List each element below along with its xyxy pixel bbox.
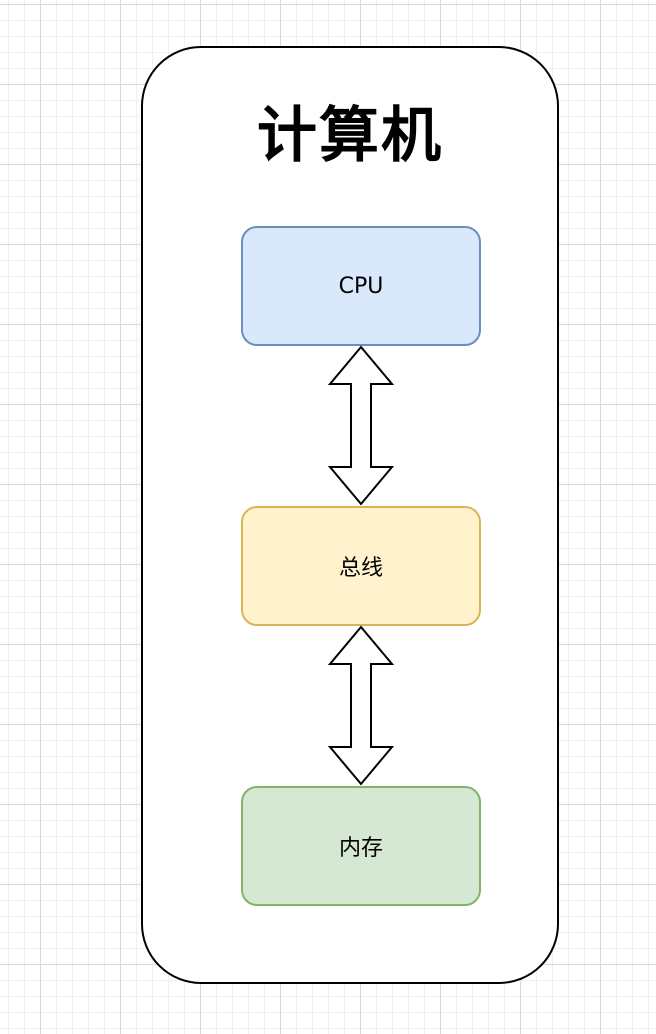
diagram-title: 计算机 — [257, 101, 443, 171]
cpu-label: CPU — [338, 273, 384, 299]
memory-node: 内存 — [241, 786, 481, 906]
memory-label: 内存 — [338, 836, 383, 861]
bus-node: 总线 — [241, 506, 481, 626]
cpu-bus-double-arrow — [327, 345, 395, 506]
cpu-node: CPU — [241, 226, 481, 346]
bus-memory-double-arrow — [327, 625, 395, 786]
bus-label: 总线 — [338, 556, 383, 581]
